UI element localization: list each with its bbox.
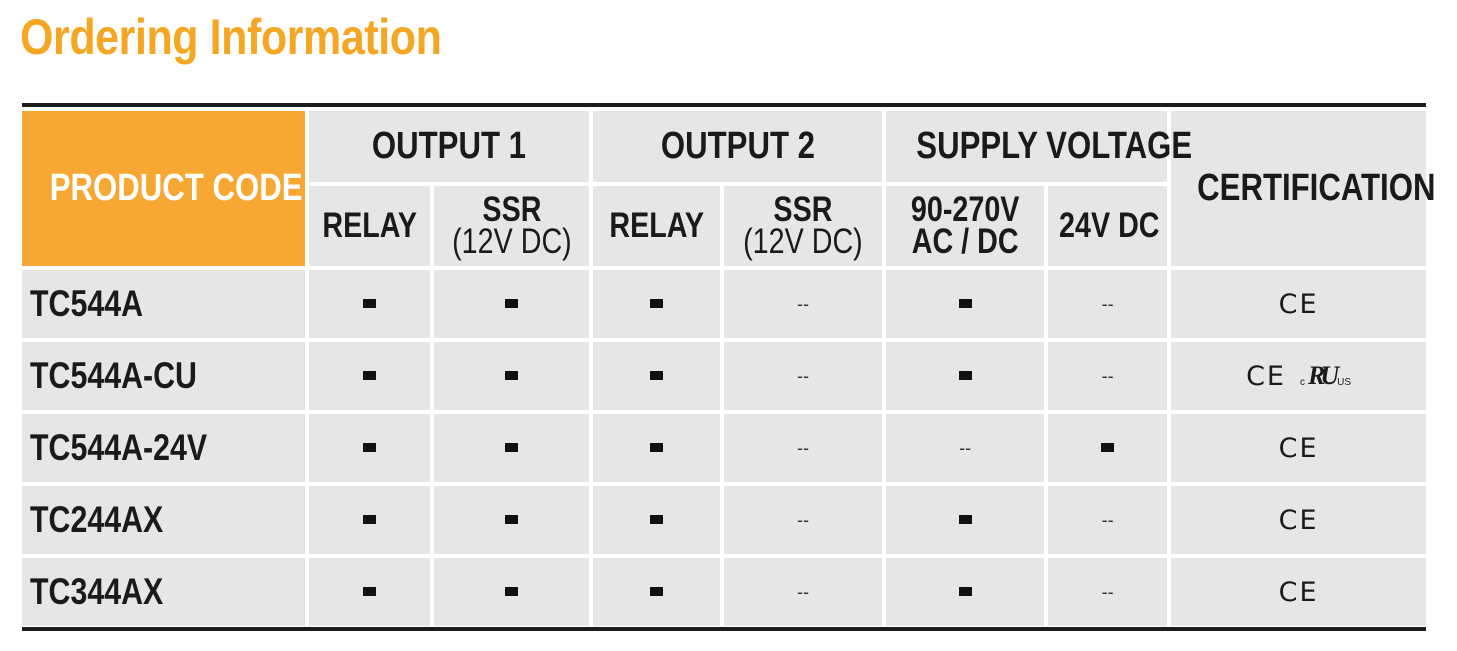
included-mark-icon (504, 371, 518, 380)
included-mark-icon (650, 587, 663, 596)
certification-cell: CE (1171, 486, 1426, 554)
output1-relay-cell (309, 558, 430, 626)
included-mark-icon (958, 515, 972, 524)
table-row: TC544A -- -- CE (22, 270, 1426, 338)
output1-relay-cell (309, 414, 430, 482)
included-mark-icon (362, 515, 376, 524)
output2-ssr-cell: -- (723, 270, 883, 338)
supply-ac-cell: -- (886, 414, 1045, 482)
included-mark-icon (650, 515, 663, 524)
output2-ssr-cell: -- (723, 486, 883, 554)
not-included-dash: -- (797, 509, 810, 530)
output2-ssr-cell: -- (723, 342, 883, 410)
ordering-table-grid: PRODUCT CODE OUTPUT 1 OUTPUT 2 SUPPLY VO… (18, 107, 1436, 630)
output2-relay-cell (593, 558, 720, 626)
supply-ac-cell (886, 270, 1045, 338)
not-included-dash: -- (797, 365, 810, 386)
included-mark-icon (650, 371, 663, 380)
supply-voltage-header: SUPPLY VOLTAGE (886, 111, 1192, 182)
output2-ssr-header: SSR(12V DC) (723, 186, 883, 266)
output1-header: OUTPUT 1 (309, 111, 590, 182)
table-row: TC544A-24V -- -- CE (22, 414, 1426, 482)
ce-mark-icon: CE (1278, 432, 1319, 464)
output1-ssr-cell (433, 342, 590, 410)
not-included-dash: -- (1101, 365, 1114, 386)
output2-relay-cell (593, 414, 720, 482)
output1-relay-cell (309, 270, 430, 338)
supply-24vdc-cell: -- (1048, 342, 1168, 410)
included-mark-icon (362, 587, 376, 596)
output1-relay-cell (309, 486, 430, 554)
supply-24vdc-cell: -- (1048, 558, 1168, 626)
included-mark-icon (362, 299, 376, 308)
output1-ssr-cell (433, 270, 590, 338)
ce-mark-icon: CE (1278, 288, 1319, 320)
included-mark-icon (504, 587, 518, 596)
included-mark-icon (958, 299, 972, 308)
supply-ac-cell (886, 486, 1045, 554)
supply-ac-cell (886, 342, 1045, 410)
product-code-cell: TC244AX (22, 486, 306, 554)
supply-24vdc-cell: -- (1048, 486, 1168, 554)
output2-ssr-cell: -- (723, 414, 883, 482)
included-mark-icon (504, 299, 518, 308)
included-mark-icon (650, 443, 663, 452)
ordering-table: PRODUCT CODE OUTPUT 1 OUTPUT 2 SUPPLY VO… (22, 103, 1436, 631)
supply-24vdc-cell (1048, 414, 1168, 482)
certification-cell: CE (1171, 414, 1426, 482)
not-included-dash: -- (797, 293, 810, 314)
product-code-cell: TC544A (22, 270, 306, 338)
output1-ssr-cell (433, 486, 590, 554)
supply-24vdc-header: 24V DC (1048, 186, 1168, 266)
not-included-dash: -- (797, 437, 810, 458)
product-code-header: PRODUCT CODE (22, 111, 306, 266)
output1-relay-header: RELAY (309, 186, 430, 266)
ce-mark-icon: CE (1278, 576, 1319, 608)
not-included-dash: -- (959, 437, 972, 458)
product-code-cell: TC344AX (22, 558, 306, 626)
supply-ac-cell (886, 558, 1045, 626)
included-mark-icon (504, 515, 518, 524)
included-mark-icon (958, 371, 972, 380)
output1-relay-cell (309, 342, 430, 410)
certification-header: CERTIFICATION (1171, 111, 1436, 266)
output1-ssr-cell (433, 558, 590, 626)
output2-header: OUTPUT 2 (593, 111, 883, 182)
product-code-cell: TC544A-24V (22, 414, 306, 482)
ce-mark-icon: CE (1246, 360, 1286, 392)
output2-relay-cell (593, 270, 720, 338)
product-code-cell: TC544A-CU (22, 342, 306, 410)
output2-ssr-cell: -- (723, 558, 883, 626)
not-included-dash: -- (1101, 293, 1114, 314)
included-mark-icon (362, 371, 376, 380)
output2-relay-cell (593, 486, 720, 554)
table-row: TC344AX -- -- CE (22, 558, 1426, 626)
not-included-dash: -- (797, 581, 810, 602)
included-mark-icon (362, 443, 376, 452)
not-included-dash: -- (1101, 509, 1114, 530)
included-mark-icon (958, 587, 972, 596)
certification-cell: CE (1171, 558, 1426, 626)
certification-cell: CE (1171, 270, 1426, 338)
ce-mark-icon: CE (1278, 504, 1319, 536)
table-row: TC244AX -- -- CE (22, 486, 1426, 554)
output1-ssr-header: SSR(12V DC) (433, 186, 590, 266)
included-mark-icon (650, 299, 663, 308)
included-mark-icon (504, 443, 518, 452)
supply-24vdc-cell: -- (1048, 270, 1168, 338)
output2-relay-header: RELAY (593, 186, 720, 266)
included-mark-icon (1101, 443, 1115, 452)
page-title: Ordering Information (20, 9, 442, 65)
output2-relay-cell (593, 342, 720, 410)
output1-ssr-cell (433, 414, 590, 482)
not-included-dash: -- (1101, 581, 1114, 602)
